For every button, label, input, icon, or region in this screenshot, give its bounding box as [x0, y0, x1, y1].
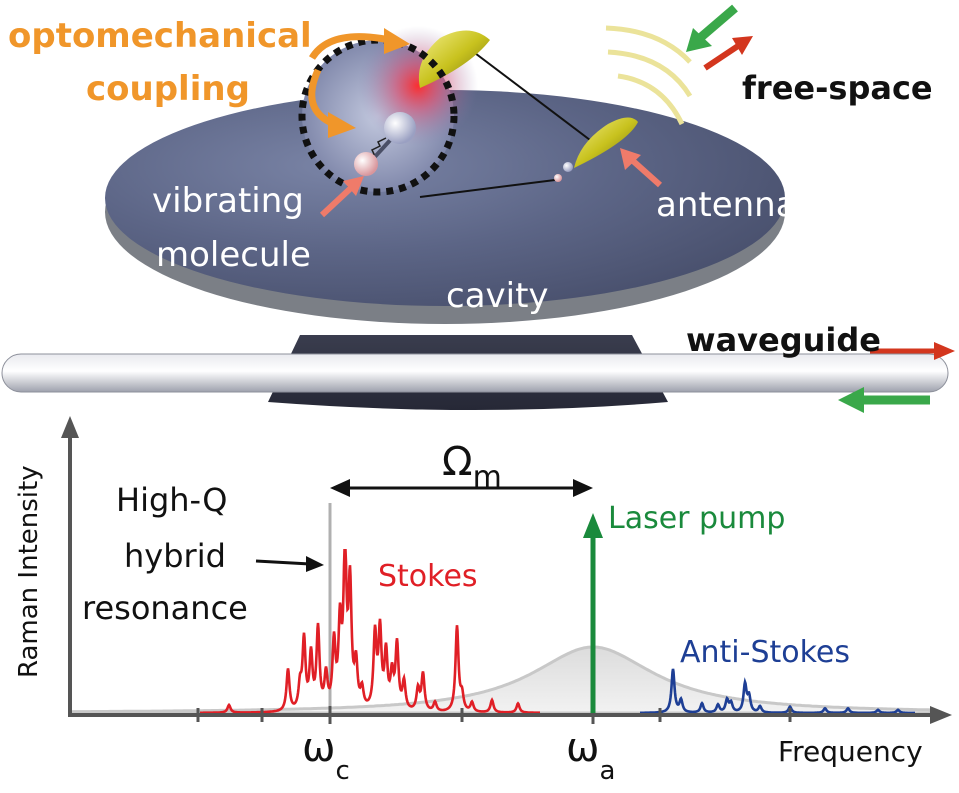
antenna-label: antenna: [656, 185, 797, 225]
zoom-line-bottom: [419, 179, 556, 198]
optomechanical-label: optomechanical: [8, 16, 312, 56]
high-q-label-line2: hybrid: [124, 537, 226, 575]
omega-m-subscript: m: [472, 460, 502, 495]
molecule-pointer-arrow-icon: [319, 176, 364, 218]
molecule-atom-small-icon: [354, 152, 378, 176]
cavity-label: cavity: [446, 276, 549, 316]
free-space-wave-3: [617, 73, 685, 126]
y-axis-label: Raman Intensity: [14, 465, 44, 678]
molecule-label: molecule: [156, 235, 311, 275]
omega-c-subscript: c: [335, 756, 350, 786]
high-q-label-line1: High-Q: [116, 481, 228, 519]
stokes-spectrum: [200, 549, 540, 715]
waveguide-input-arrow-icon: [838, 387, 930, 413]
free-space-label: free-space: [742, 69, 933, 107]
y-axis: [61, 416, 79, 715]
stokes-label: Stokes: [378, 559, 478, 594]
coupling-arrow-top-icon: [309, 28, 410, 60]
coupling-arrow-bottom-icon: [308, 68, 356, 138]
free-space-incoming-arrow-icon: [686, 4, 738, 52]
vibrating-label: vibrating: [152, 181, 304, 221]
omega-a-subscript: a: [599, 756, 616, 786]
anti-stokes-label: Anti-Stokes: [680, 635, 851, 670]
antenna-tip-zoom-icon: [418, 30, 490, 88]
omega-m-symbol: Ω: [442, 439, 473, 485]
omega-c-symbol: ω: [302, 725, 336, 771]
free-space-wave-2: [607, 49, 693, 98]
antenna-molecule-atom-icon: [563, 162, 573, 172]
omega-a-symbol: ω: [566, 725, 600, 771]
omega-m-double-arrow: [330, 479, 593, 497]
free-space-outgoing-arrow-icon: [703, 36, 753, 71]
zoom-line-top: [454, 37, 591, 141]
high-q-pointer-arrow-icon: [255, 556, 324, 572]
anti-stokes-spectrum: [640, 668, 915, 715]
waveguide-label: waveguide: [686, 321, 881, 359]
waveguide: [1, 353, 949, 393]
waveguide-output-arrow-icon: [870, 342, 955, 360]
antenna-molecule-atom-small-icon: [554, 174, 562, 182]
laser-pump-label: Laser pump: [608, 501, 786, 536]
laser-pump-arrow: [583, 513, 603, 713]
x-axis-label: Frequency: [778, 735, 923, 768]
molecule-atom-large-icon: [384, 112, 416, 144]
omega-a-tick-label: ωa: [566, 725, 615, 784]
free-space-wave-1: [605, 25, 692, 64]
cavity-resonance-lorentzian: [68, 645, 932, 715]
antenna-pointer-arrow-icon: [620, 148, 662, 188]
high-q-label-line3: resonance: [82, 589, 248, 627]
omega-c-tick-label: ωc: [302, 725, 350, 784]
antenna-icon: [574, 117, 638, 168]
coupling-label: coupling: [86, 69, 250, 109]
omega-m-label: Ωm: [442, 439, 502, 493]
